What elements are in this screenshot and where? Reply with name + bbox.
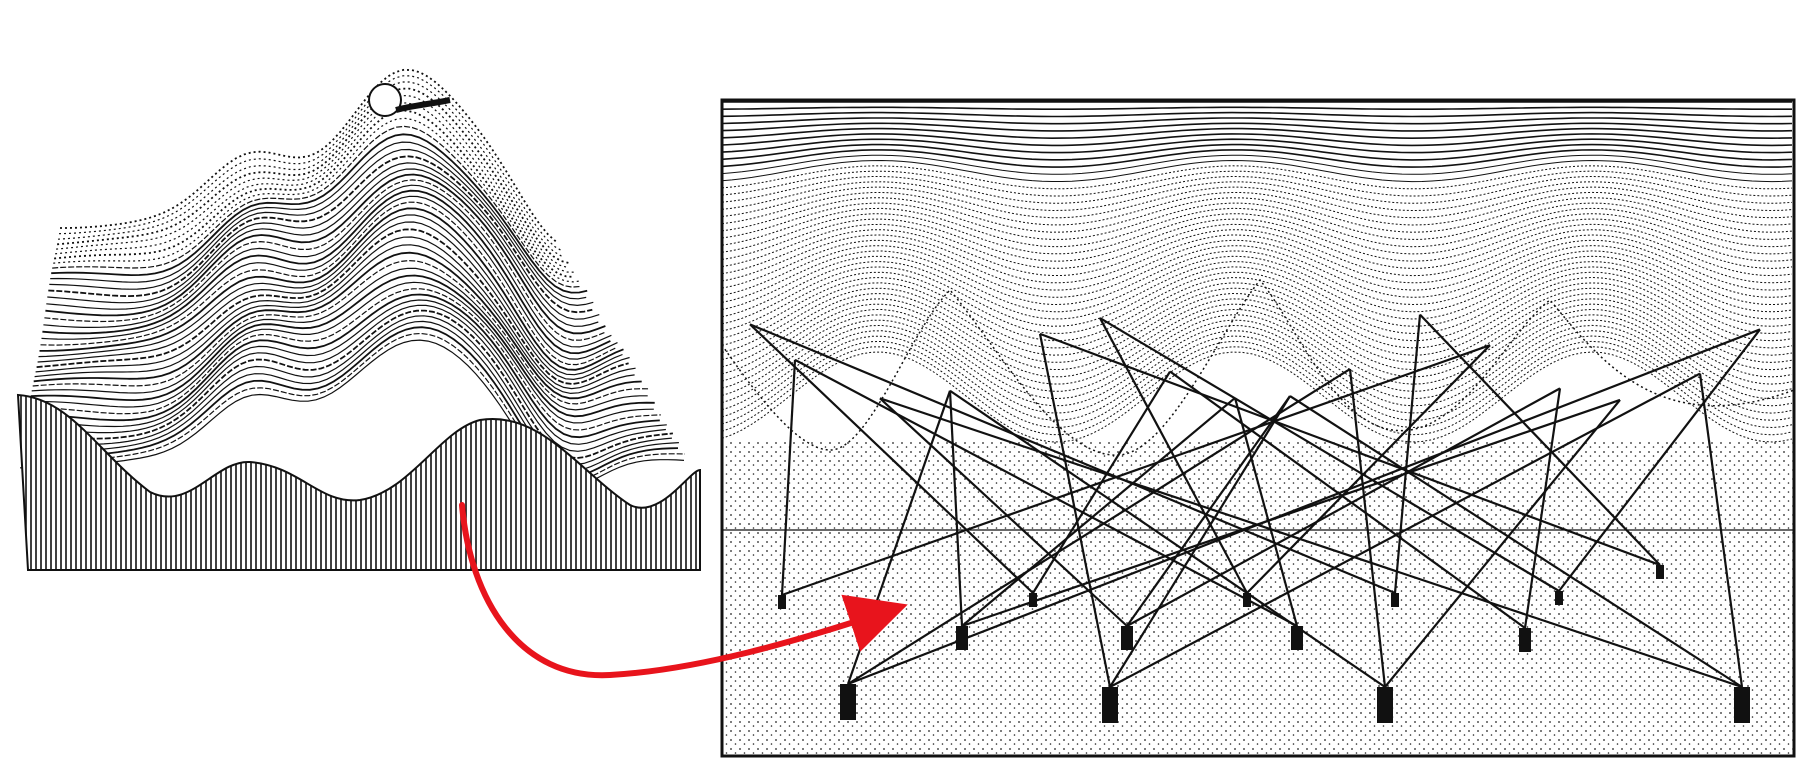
contour-line bbox=[58, 82, 562, 256]
anchor-peg bbox=[1519, 628, 1531, 652]
underside-contour-line bbox=[722, 288, 1792, 355]
underside-contour-line bbox=[722, 246, 1792, 298]
contour-line bbox=[52, 126, 580, 287]
underside-contour-line bbox=[722, 161, 1792, 182]
underside-contour-line bbox=[722, 325, 1792, 405]
underside-contour-line bbox=[722, 107, 1792, 109]
underside-contour-line bbox=[722, 304, 1792, 377]
anchor-peg bbox=[1243, 593, 1251, 607]
contour-line bbox=[55, 103, 575, 272]
anchor-peg bbox=[1102, 687, 1118, 723]
underside-contour-line bbox=[722, 262, 1792, 319]
landscape-underside-illustration bbox=[722, 102, 1794, 756]
underside-surface-lines bbox=[722, 102, 1792, 442]
anchor-peg bbox=[1029, 593, 1037, 607]
contour-line bbox=[30, 282, 654, 423]
underside-contour-line bbox=[722, 155, 1792, 174]
underside-contour-line bbox=[722, 320, 1792, 399]
anchor-peg bbox=[1121, 626, 1133, 650]
underside-contour-line bbox=[722, 272, 1792, 333]
landscape-contour-lines bbox=[20, 70, 685, 487]
landscape-cross-section bbox=[18, 395, 700, 570]
underside-contour-line bbox=[722, 182, 1792, 211]
anchor-peg bbox=[1555, 591, 1563, 605]
underside-contour-line bbox=[722, 283, 1792, 348]
underside-contour-line bbox=[722, 336, 1792, 420]
anchor-peg bbox=[1391, 593, 1399, 607]
underside-contour-line bbox=[722, 150, 1792, 167]
anchor-peg bbox=[1377, 687, 1393, 723]
contour-line bbox=[24, 316, 672, 465]
marble-ball bbox=[369, 84, 401, 116]
underside-ground-stipple bbox=[722, 440, 1794, 756]
underside-contour-line bbox=[722, 177, 1792, 204]
anchor-peg bbox=[778, 595, 786, 609]
anchor-peg bbox=[1734, 687, 1750, 723]
anchor-peg bbox=[1291, 626, 1303, 650]
anchor-peg bbox=[956, 626, 968, 650]
underside-surface-edge bbox=[722, 280, 1794, 455]
underside-contour-line bbox=[722, 113, 1792, 117]
underside-contour-line bbox=[722, 347, 1792, 435]
landscape-surface-illustration bbox=[18, 70, 700, 570]
anchor-peg bbox=[1656, 565, 1664, 579]
underside-contour-line bbox=[722, 166, 1792, 189]
contour-line bbox=[53, 118, 581, 282]
underside-contour-line bbox=[722, 187, 1792, 218]
anchor-peg bbox=[840, 684, 856, 720]
